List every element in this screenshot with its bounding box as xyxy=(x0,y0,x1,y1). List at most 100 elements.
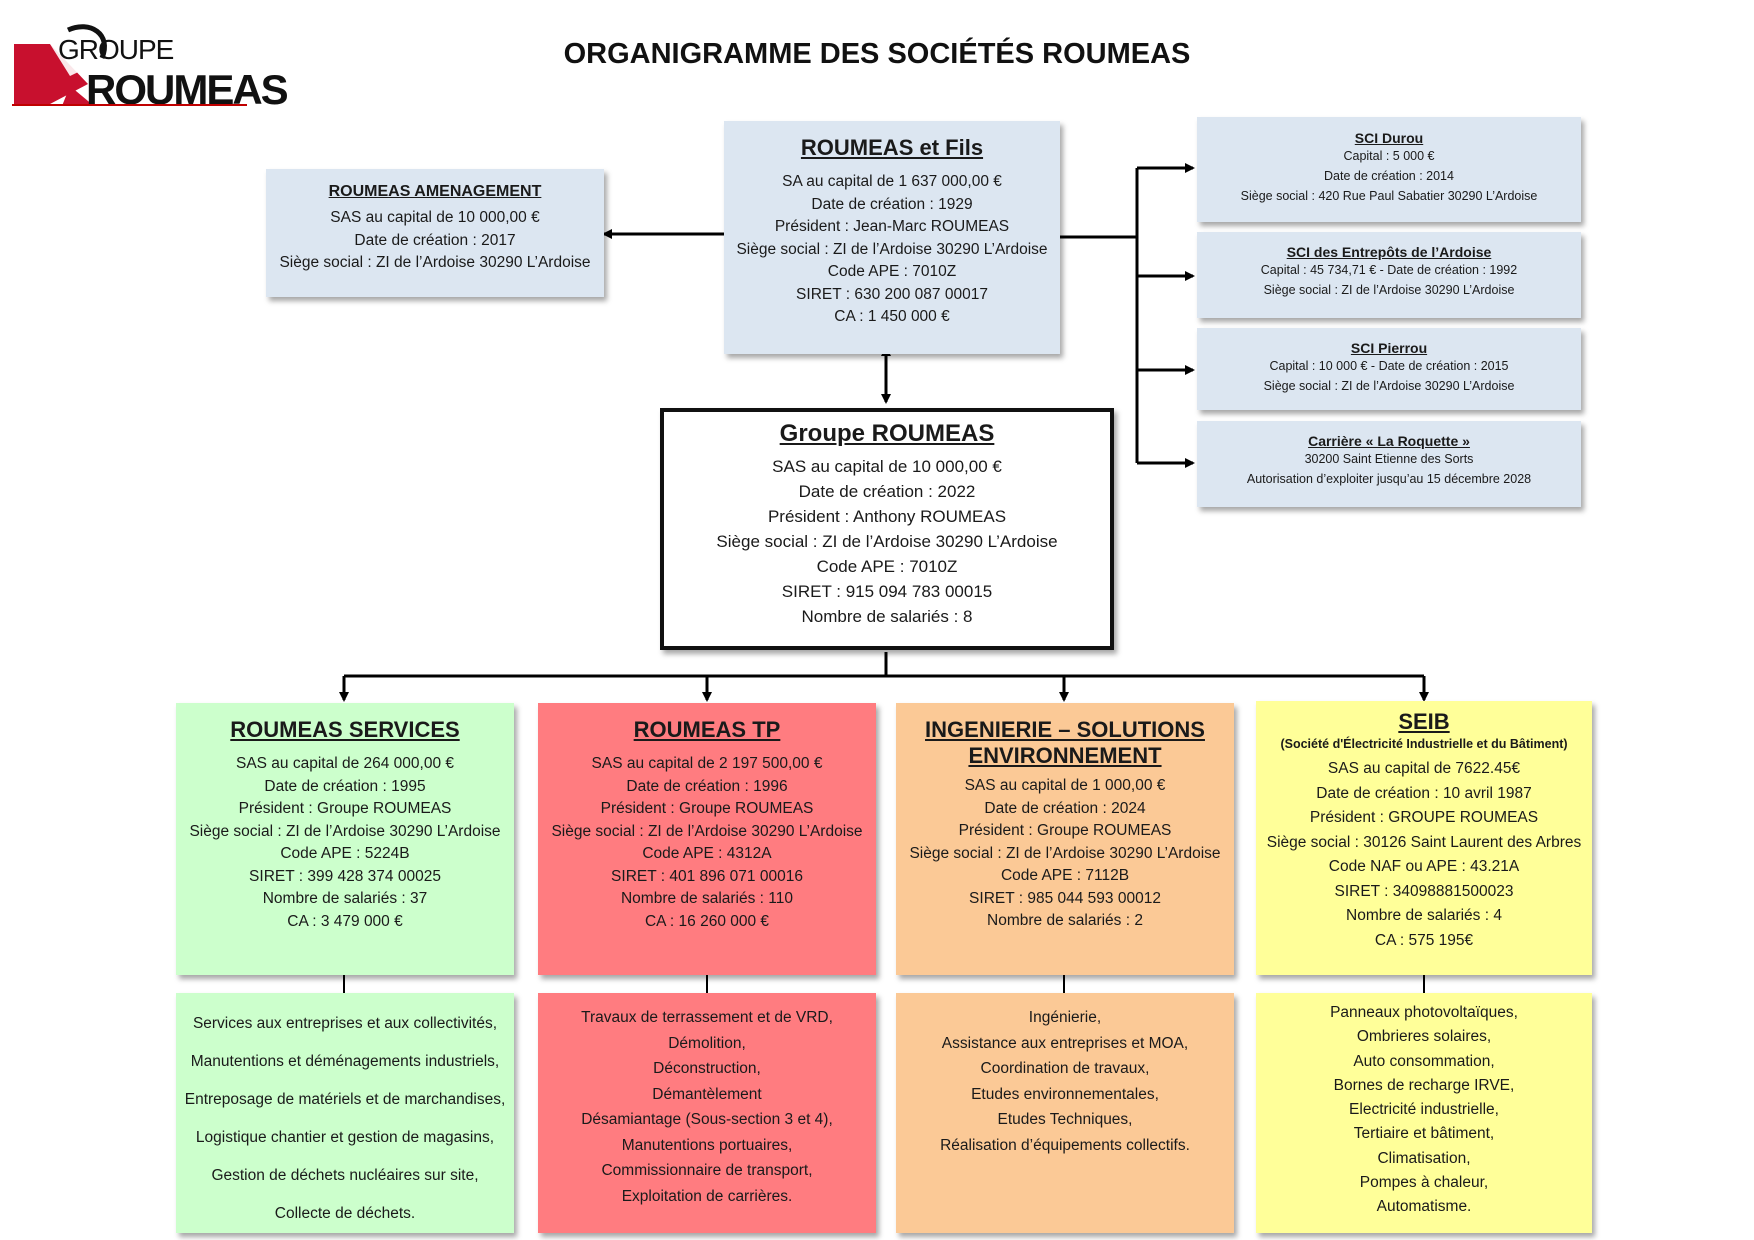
services-salaries: Nombre de salariés : 37 xyxy=(262,890,428,907)
tp-code-ape: Code APE : 4312A xyxy=(642,845,772,862)
ingenierie-salaries: Nombre de salariés : 2 xyxy=(987,912,1143,929)
services-activity: Services aux entreprises et aux collecti… xyxy=(192,1015,498,1032)
tp-title: ROUMEAS TP xyxy=(633,717,781,742)
services-siret: SIRET : 399 428 374 00025 xyxy=(249,867,441,885)
fils-president: Président : Jean-Marc ROUMEAS xyxy=(774,218,1010,235)
tp-ca: CA : 16 260 000 € xyxy=(644,912,770,930)
seib-activity: Panneaux photovoltaïques, xyxy=(1330,1004,1518,1021)
groupe-siret: SIRET : 915 094 783 00015 xyxy=(781,582,993,601)
groupe-siege: Siège social : ZI de l’Ardoise 30290 L’A… xyxy=(716,532,1058,551)
logo: GROUPE ROUMEAS xyxy=(10,14,289,114)
box-sci-entrepots: SCI des Entrepôts de l’Ardoise Capital :… xyxy=(1197,232,1581,318)
box-roumeas-tp: ROUMEAS TP SAS au capital de 2 197 500,0… xyxy=(538,703,876,975)
carriere-title: Carrière « La Roquette » xyxy=(1308,433,1470,449)
fils-siege: Siège social : ZI de l’Ardoise 30290 L’A… xyxy=(736,240,1048,258)
services-creation: Date de création : 1995 xyxy=(264,777,426,795)
seib-activity: Bornes de recharge IRVE, xyxy=(1333,1076,1515,1094)
sci-durou-creation: Date de création : 2014 xyxy=(1324,169,1454,183)
sci-durou-capital: Capital : 5 000 € xyxy=(1343,149,1435,163)
services-activity: Manutentions et déménagements industriel… xyxy=(190,1053,500,1070)
ingenierie-activity: Coordination de travaux, xyxy=(980,1060,1150,1077)
box-seib: SEIB (Société d'Électricité Industrielle… xyxy=(1256,701,1592,975)
seib-salaries: Nombre de salariés : 4 xyxy=(1346,907,1502,924)
ingenierie-code-ape: Code APE : 7112B xyxy=(1000,867,1130,884)
sci-entrepots-title: SCI des Entrepôts de l’Ardoise xyxy=(1286,244,1492,260)
tp-activity: Manutentions portuaires, xyxy=(621,1136,793,1154)
tp-siege: Siège social : ZI de l’Ardoise 30290 L’A… xyxy=(551,822,863,840)
ingenierie-activity: Etudes environnementales, xyxy=(971,1085,1159,1103)
seib-activity: Ombrieres solaires, xyxy=(1356,1028,1492,1046)
document-title: ORGANIGRAMME DES SOCIÉTÉS ROUMEAS xyxy=(563,38,1191,70)
groupe-creation: Date de création : 2022 xyxy=(798,482,976,501)
box-ingenierie-solutions-environnement: INGENIERIE – SOLUTIONS ENVIRONNEMENT SAS… xyxy=(896,703,1234,975)
ingenierie-activity: Etudes Techniques, xyxy=(997,1111,1133,1128)
fils-title: ROUMEAS et Fils xyxy=(800,135,984,160)
groupe-salaries: Nombre de salariés : 8 xyxy=(801,607,973,626)
ingenierie-siret: SIRET : 985 044 593 00012 xyxy=(969,889,1161,907)
seib-capital: SAS au capital de 7622.45€ xyxy=(1327,760,1521,777)
tp-activity: Désamiantage (Sous-section 3 et 4), xyxy=(581,1111,833,1128)
groupe-code-ape: Code APE : 7010Z xyxy=(816,557,958,576)
seib-activity: Auto consommation, xyxy=(1353,1052,1495,1070)
seib-title: SEIB xyxy=(1398,709,1450,734)
services-capital: SAS au capital de 264 000,00 € xyxy=(235,755,455,772)
fils-creation: Date de création : 1929 xyxy=(811,195,973,213)
seib-activity: Tertiaire et bâtiment, xyxy=(1353,1125,1495,1143)
box-roumeas-et-fils: ROUMEAS et Fils SA au capital de 1 637 0… xyxy=(724,121,1060,354)
fils-ca: CA : 1 450 000 € xyxy=(834,308,950,325)
box-carriere-la-roquette: Carrière « La Roquette » 30200 Saint Eti… xyxy=(1197,421,1581,507)
sci-durou-siege: Siège social : 420 Rue Paul Sabatier 302… xyxy=(1240,189,1538,203)
tp-activity: Commissionnaire de transport, xyxy=(601,1162,813,1179)
ingenierie-president: Président : Groupe ROUMEAS xyxy=(958,822,1172,839)
tp-activity: Travaux de terrassement et de VRD, xyxy=(581,1009,833,1026)
seib-activity: Pompes à chaleur, xyxy=(1359,1174,1489,1192)
seib-activity: Automatisme. xyxy=(1376,1198,1472,1216)
ingenierie-activity: Ingénierie, xyxy=(1028,1009,1102,1026)
tp-capital: SAS au capital de 2 197 500,00 € xyxy=(591,755,823,772)
sci-entrepots-capital: Capital : 45 734,71 € - Date de création… xyxy=(1260,263,1518,277)
seib-siret: SIRET : 34098881500023 xyxy=(1334,882,1514,900)
tp-activity: Démantèlement xyxy=(652,1085,762,1103)
tp-president: Président : Groupe ROUMEAS xyxy=(600,800,814,817)
amenagement-title: ROUMEAS AMENAGEMENT xyxy=(328,183,542,200)
services-activity: Logistique chantier et gestion de magasi… xyxy=(195,1129,495,1146)
seib-ca: CA : 575 195€ xyxy=(1374,931,1474,949)
box-ingenierie-activities: Ingénierie, Assistance aux entreprises e… xyxy=(896,993,1234,1233)
fils-code-ape: Code APE : 7010Z xyxy=(827,263,957,280)
tp-siret: SIRET : 401 896 071 00016 xyxy=(611,867,803,885)
carriere-authorisation: Autorisation d’exploiter jusqu’au 15 déc… xyxy=(1246,472,1532,486)
sci-durou-title: SCI Durou xyxy=(1354,130,1424,146)
box-sci-durou: SCI Durou Capital : 5 000 € Date de créa… xyxy=(1197,117,1581,222)
tp-salaries: Nombre de salariés : 110 xyxy=(620,890,794,907)
box-groupe-roumeas: Groupe ROUMEAS SAS au capital de 10 000,… xyxy=(660,408,1114,650)
ingenierie-siege: Siège social : ZI de l’Ardoise 30290 L’A… xyxy=(909,844,1221,862)
tp-creation: Date de création : 1996 xyxy=(626,777,788,795)
ingenierie-activity: Réalisation d’équipements collectifs. xyxy=(940,1136,1190,1154)
amenagement-creation: Date de création : 2017 xyxy=(354,231,516,249)
box-seib-activities: Panneaux photovoltaïques, Ombrieres sola… xyxy=(1256,993,1592,1233)
fils-capital: SA au capital de 1 637 000,00 € xyxy=(782,173,1002,190)
services-ca: CA : 3 479 000 € xyxy=(287,912,403,930)
services-code-ape: Code APE : 5224B xyxy=(280,845,410,862)
groupe-president: Président : Anthony ROUMEAS xyxy=(767,507,1007,526)
box-roumeas-amenagement: ROUMEAS AMENAGEMENT SAS au capital de 10… xyxy=(266,169,604,297)
ingenierie-title-line1: INGENIERIE – SOLUTIONS xyxy=(925,717,1205,742)
ingenierie-capital: SAS au capital de 1 000,00 € xyxy=(964,777,1166,794)
amenagement-capital: SAS au capital de 10 000,00 € xyxy=(330,209,540,226)
seib-code-naf: Code NAF ou APE : 43.21A xyxy=(1328,858,1520,875)
services-activity: Entreposage de matériels et de marchandi… xyxy=(184,1091,506,1108)
seib-subtitle: (Société d'Électricité Industrielle et d… xyxy=(1280,737,1568,751)
logo-r-mark xyxy=(14,24,107,106)
groupe-capital: SAS au capital de 10 000,00 € xyxy=(772,457,1002,476)
seib-creation: Date de création : 10 avril 1987 xyxy=(1316,784,1532,802)
services-activity: Gestion de déchets nucléaires sur site, xyxy=(211,1167,479,1184)
services-title: ROUMEAS SERVICES xyxy=(230,717,460,742)
services-siege: Siège social : ZI de l’Ardoise 30290 L’A… xyxy=(189,822,501,840)
ingenierie-activity: Assistance aux entreprises et MOA, xyxy=(941,1034,1189,1052)
sci-pierrou-capital: Capital : 10 000 € - Date de création : … xyxy=(1269,359,1509,373)
box-roumeas-services: ROUMEAS SERVICES SAS au capital de 264 0… xyxy=(176,703,514,975)
seib-activity: Climatisation, xyxy=(1377,1149,1471,1167)
seib-activity: Electricité industrielle, xyxy=(1349,1101,1499,1119)
groupe-title: Groupe ROUMEAS xyxy=(779,420,995,447)
